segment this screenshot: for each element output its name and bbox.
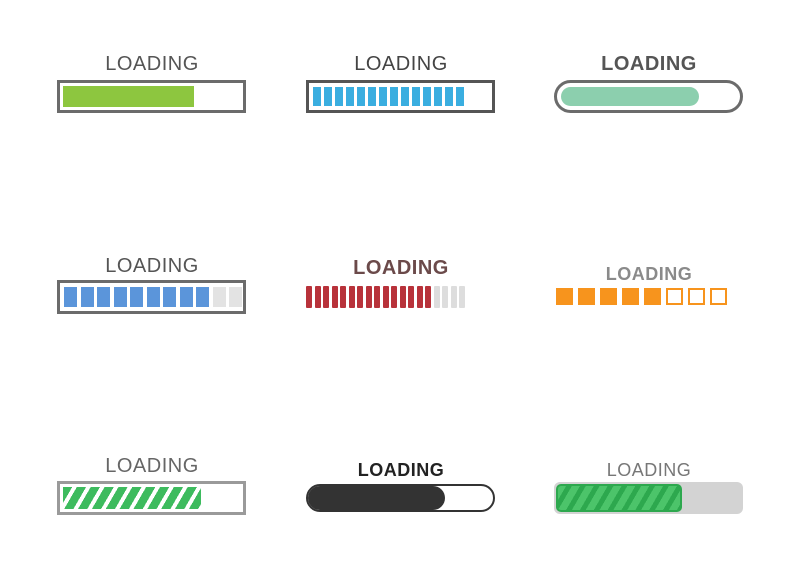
progress-bar [554,482,743,514]
segment-filled [196,287,209,307]
progress-bar [57,280,246,314]
segment-empty [710,288,727,305]
loader-2: LOADING [306,52,496,113]
segment-filled [556,288,573,305]
segment-filled [357,286,363,308]
loader-3: LOADING [554,52,744,113]
segment-filled [146,287,160,307]
loader-label: LOADING [105,455,199,477]
segment-filled [374,286,380,308]
segment-filled [391,286,397,308]
segment-filled [408,286,414,308]
segment-empty [467,87,475,106]
segment-filled [401,87,409,106]
segment-filled [314,286,321,308]
segment-filled [97,287,110,307]
segment-filled [130,287,143,307]
segment-filled [390,87,398,106]
segment-empty [688,288,705,305]
segment-filled [80,287,94,307]
loader-label: LOADING [105,255,199,277]
segment-row [556,288,727,306]
progress-fill [561,87,699,106]
segment-filled [423,87,431,106]
segment-row [306,286,465,308]
loader-9: LOADING [554,458,744,514]
loader-7: LOADING [57,454,247,515]
segment-filled [163,287,176,307]
segment-filled [445,87,453,106]
segment-filled [340,286,346,308]
segment-filled [346,87,354,106]
segment-filled [434,87,442,106]
segment-empty [666,288,683,305]
progress-bar [57,80,246,113]
progress-bar [57,481,246,515]
segment-empty [229,287,242,307]
loader-4: LOADING [57,254,247,314]
segment-filled [324,87,332,106]
segment-empty [212,287,226,307]
loader-5: LOADING [306,256,496,308]
progress-bar [306,484,495,512]
segment-filled [365,286,372,308]
segment-filled [622,288,639,305]
segment-filled [456,87,464,106]
segment-filled [113,287,127,307]
segment-filled [399,286,406,308]
loader-label: LOADING [353,257,449,279]
loader-1: LOADING [57,52,247,113]
segment-filled [600,288,617,305]
segment-filled [379,87,387,106]
loader-8: LOADING [306,458,496,512]
loader-label: LOADING [354,53,448,75]
progress-bar [554,80,743,113]
segment-filled [331,286,338,308]
segment-filled [357,87,365,106]
segment-filled [323,286,329,308]
loader-label: LOADING [105,53,199,75]
segment-filled [313,87,321,106]
loader-label: LOADING [357,460,445,480]
segment-filled [644,288,661,305]
segment-filled [382,286,389,308]
segment-empty [433,286,440,308]
progress-fill [308,486,445,510]
segment-filled [368,87,376,106]
progress-fill [556,484,682,512]
loader-label: LOADING [605,264,693,284]
progress-fill [63,487,201,509]
segment-filled [348,286,355,308]
segment-row [313,87,486,106]
segment-filled [412,87,420,106]
segment-filled [425,286,431,308]
segment-filled [64,287,77,307]
segment-filled [179,287,193,307]
segment-empty [478,87,486,106]
segment-filled [416,286,423,308]
segment-empty [442,286,448,308]
progress-fill [63,86,194,107]
segment-empty [450,286,457,308]
segment-filled [306,286,312,308]
loader-6: LOADING [554,262,744,305]
loader-label: LOADING [601,53,697,75]
segment-filled [578,288,595,305]
progress-bar [306,80,495,113]
segment-empty [459,286,465,308]
loader-label: LOADING [606,460,692,480]
segment-filled [335,87,343,106]
segment-row [64,287,242,307]
